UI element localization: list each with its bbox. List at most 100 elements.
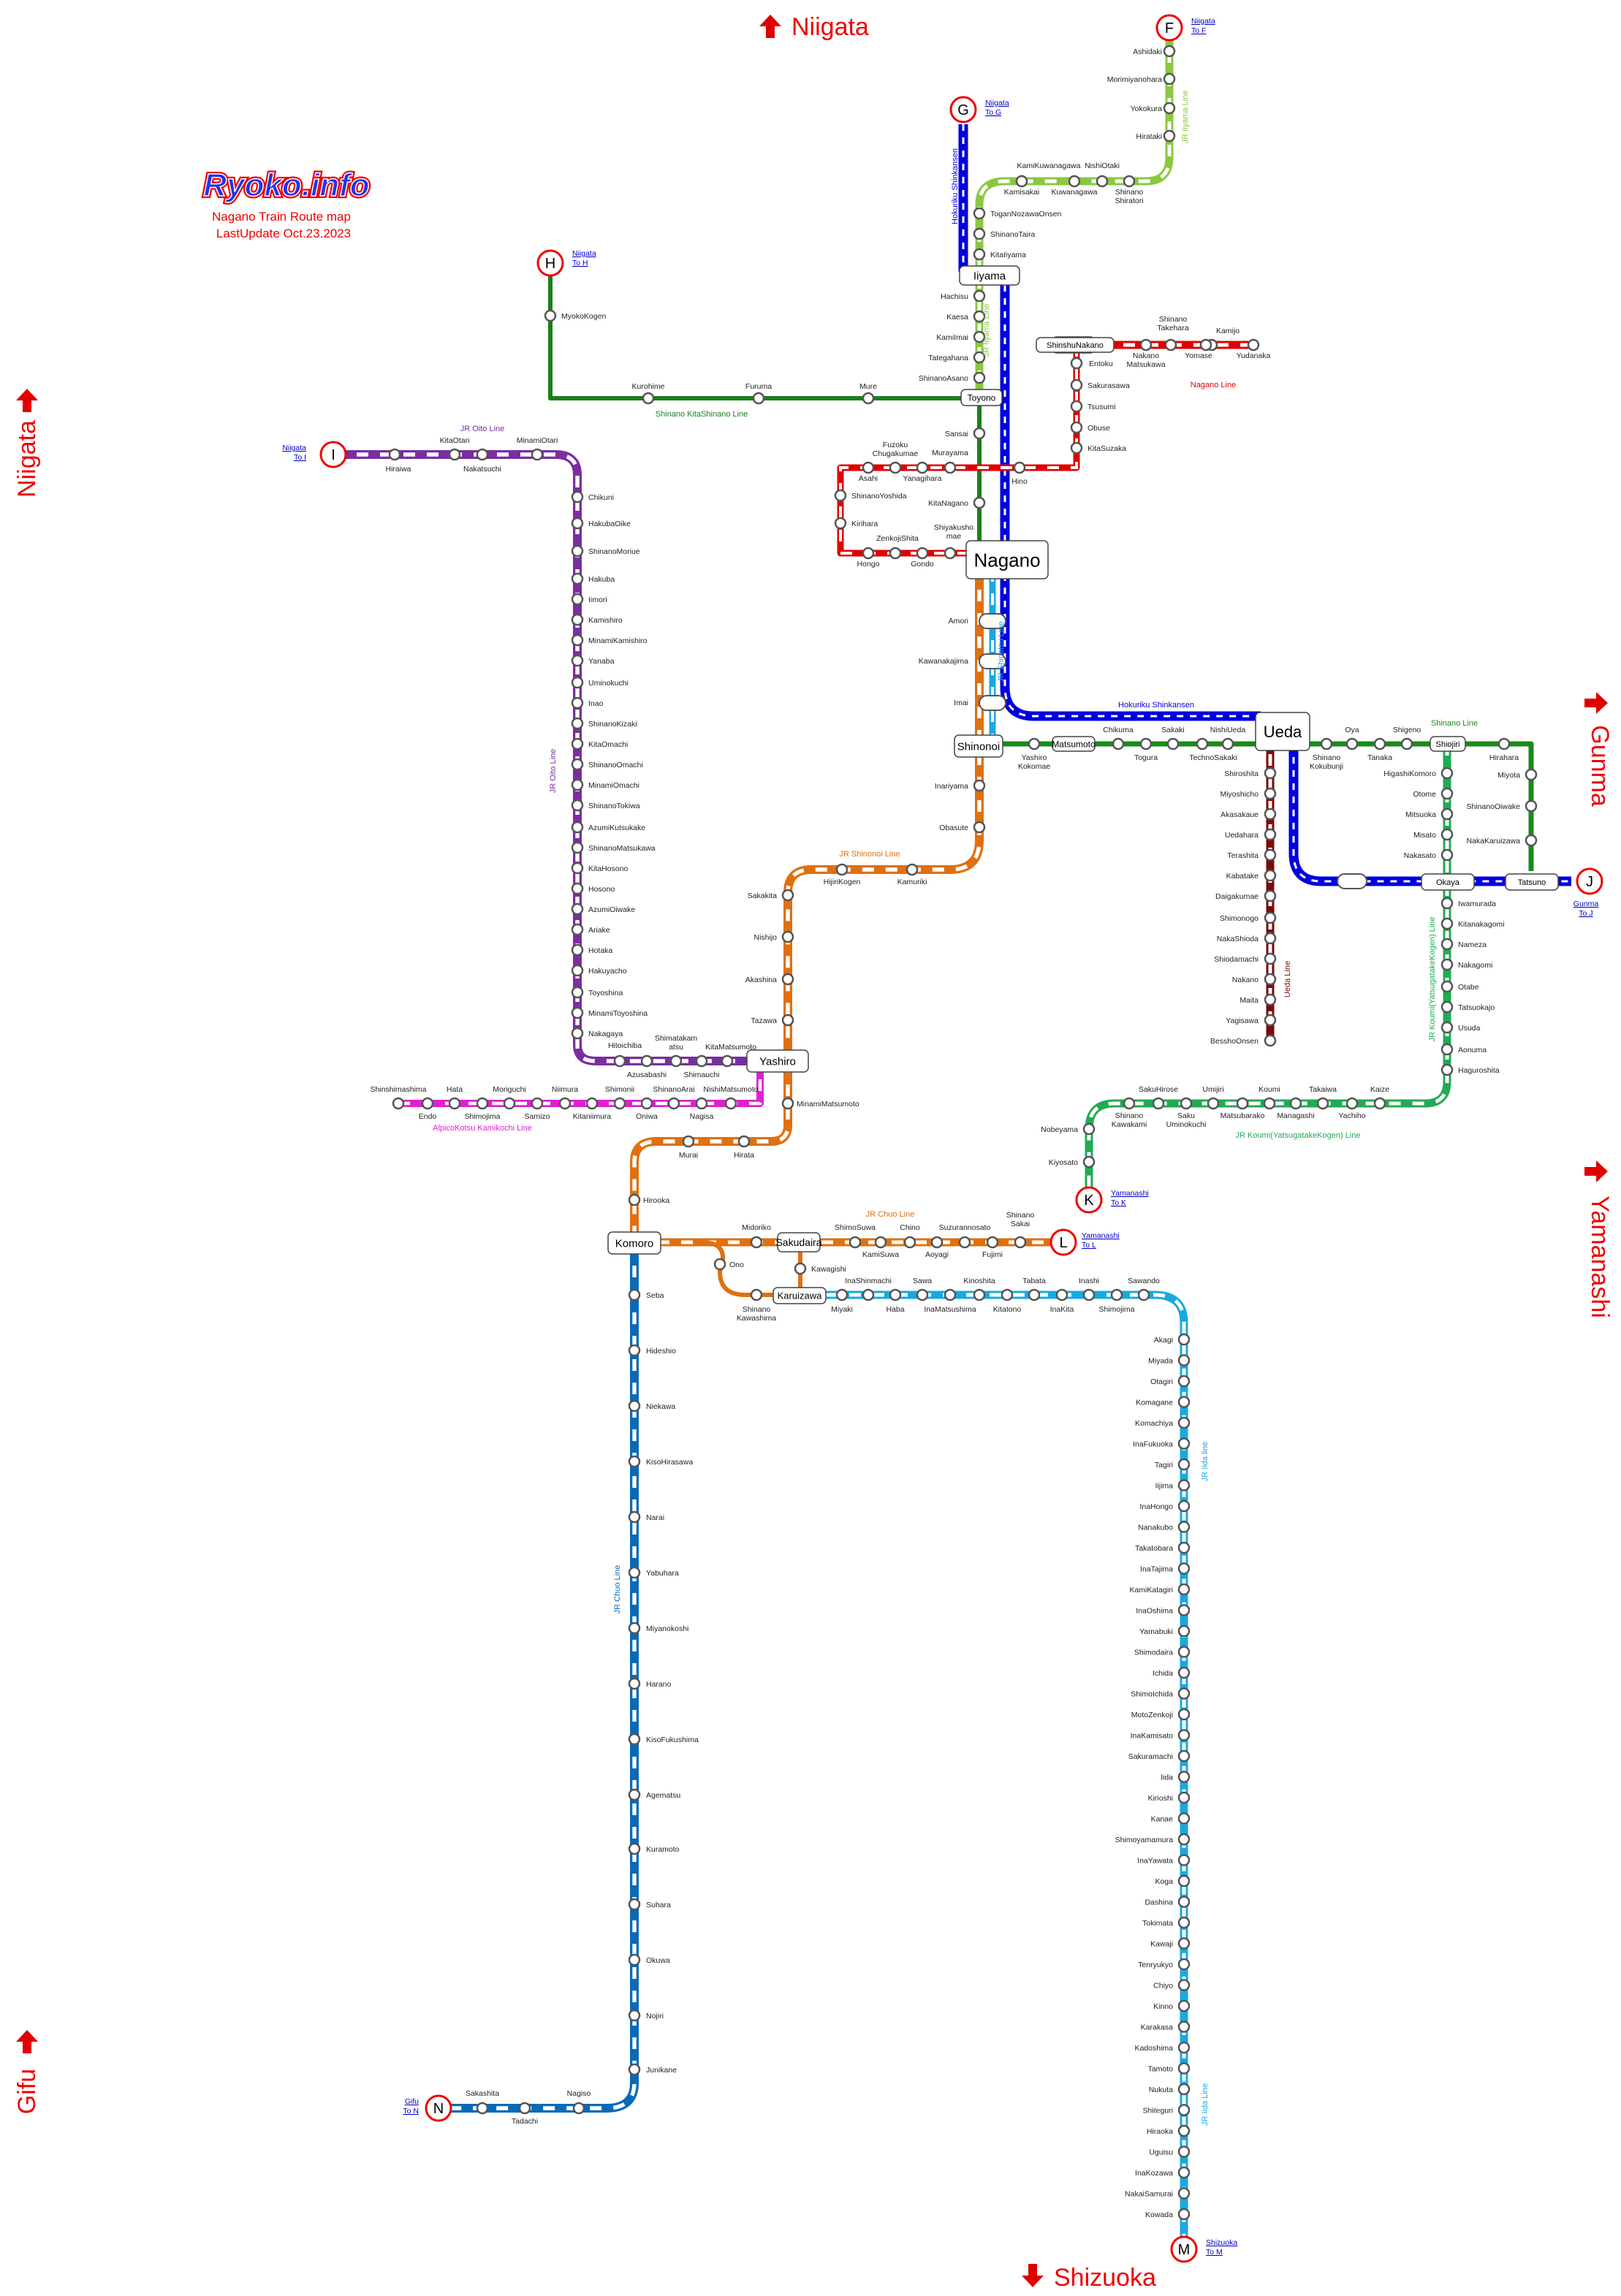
station-dashina-marker[interactable] bbox=[1177, 1896, 1191, 1908]
station-hitoichiba-marker[interactable] bbox=[613, 1054, 626, 1068]
station-nishijo-marker[interactable] bbox=[781, 930, 794, 943]
station-hirata-marker[interactable] bbox=[737, 1135, 751, 1148]
station-yokokura-marker[interactable] bbox=[1163, 102, 1176, 115]
station-haguroshita-marker[interactable] bbox=[1440, 1063, 1454, 1076]
station-minamimatsumoto-marker[interactable] bbox=[781, 1097, 794, 1110]
station-sakaki-marker[interactable] bbox=[1166, 737, 1180, 750]
station-toyoshina-marker[interactable] bbox=[571, 986, 584, 999]
station-nameza-marker[interactable] bbox=[1440, 938, 1454, 951]
station-inakita-marker[interactable] bbox=[1055, 1288, 1068, 1301]
station-minamiomachi-marker[interactable] bbox=[571, 778, 584, 791]
station-yashiro-kokomae-marker[interactable] bbox=[1028, 737, 1041, 750]
station-shinanoyoshida-marker[interactable] bbox=[834, 489, 847, 502]
station-ichida-marker[interactable] bbox=[1177, 1666, 1191, 1679]
station-kamishiro-marker[interactable] bbox=[571, 613, 584, 626]
station-tatsuokajo-marker[interactable] bbox=[1440, 1000, 1454, 1014]
station-sakurasawa-marker[interactable] bbox=[1070, 379, 1083, 392]
station-azumikutsukake-marker[interactable] bbox=[571, 821, 584, 834]
station-furuma-marker[interactable] bbox=[752, 392, 765, 405]
station-shimodaira-marker[interactable] bbox=[1177, 1646, 1191, 1658]
station-inatajima-marker[interactable] bbox=[1177, 1562, 1191, 1575]
station-hosono-marker[interactable] bbox=[571, 882, 584, 895]
connector-l[interactable] bbox=[1049, 1228, 1077, 1256]
station-nakasato-marker[interactable] bbox=[1440, 848, 1454, 862]
station-harano-marker[interactable] bbox=[628, 1677, 641, 1690]
station-kitaomachi-marker[interactable] bbox=[571, 737, 584, 750]
station-koumi-marker[interactable] bbox=[1263, 1097, 1276, 1110]
station-hotaka-marker[interactable] bbox=[571, 943, 584, 957]
station-kiyosato-marker[interactable] bbox=[1082, 1155, 1096, 1168]
station-kaesa-marker[interactable] bbox=[973, 310, 986, 323]
station-kamiimai-marker[interactable] bbox=[973, 330, 986, 343]
connector-j-link-region[interactable]: Gunma bbox=[1573, 900, 1599, 908]
station-tabata-marker[interactable] bbox=[1028, 1288, 1041, 1301]
station-samizo-marker[interactable] bbox=[531, 1097, 544, 1110]
station-kisofukushima-marker[interactable] bbox=[628, 1733, 641, 1746]
station-nakakaruizawa-marker[interactable] bbox=[1525, 834, 1538, 847]
station-shinanomatsukawa-marker[interactable] bbox=[571, 841, 584, 854]
station-kirihara-marker[interactable] bbox=[834, 517, 847, 530]
station-inaoshima-marker[interactable] bbox=[1177, 1604, 1191, 1616]
station-hijirikogen-marker[interactable] bbox=[835, 863, 849, 876]
station-shinshimashima-marker[interactable] bbox=[392, 1097, 405, 1110]
station-zenkojishita-marker[interactable] bbox=[889, 547, 902, 560]
station-nakashioda-marker[interactable] bbox=[1264, 932, 1277, 945]
station-miyota-marker[interactable] bbox=[1525, 768, 1538, 781]
station-shinanoomachi-marker[interactable] bbox=[571, 758, 584, 771]
station-kamisuwa-marker[interactable] bbox=[874, 1236, 887, 1249]
station-shimosuwa-marker[interactable] bbox=[849, 1236, 862, 1249]
station-nagiso-marker[interactable] bbox=[572, 2102, 585, 2115]
connector-i-link-to[interactable]: To I bbox=[294, 453, 306, 462]
station-kamuriki-marker[interactable] bbox=[906, 863, 919, 876]
station-kurohime-marker[interactable] bbox=[642, 392, 655, 405]
station-hachisu-marker[interactable] bbox=[973, 289, 986, 303]
station-iijima-marker[interactable] bbox=[1177, 1479, 1191, 1491]
station-saku-uminokuchi-marker[interactable] bbox=[1180, 1097, 1193, 1110]
station-sakashita-marker[interactable] bbox=[476, 2102, 489, 2115]
connector-m[interactable] bbox=[1170, 2235, 1198, 2263]
connector-m-link-to[interactable]: To M bbox=[1206, 2248, 1223, 2257]
connector-l-link-to[interactable]: To L bbox=[1082, 1241, 1096, 1250]
station-moriguchi-marker[interactable] bbox=[503, 1097, 516, 1110]
station-shiroshita-marker[interactable] bbox=[1264, 767, 1277, 780]
connector-h-link-to[interactable]: To H bbox=[572, 259, 588, 267]
hub-nagano[interactable] bbox=[965, 540, 1049, 579]
station-misato-marker[interactable] bbox=[1440, 828, 1454, 841]
station-matsubarako-marker[interactable] bbox=[1236, 1097, 1249, 1110]
hub-yashiro[interactable] bbox=[746, 1049, 809, 1073]
station-shinanomoriue-marker[interactable] bbox=[571, 544, 584, 558]
station-tamoto-marker[interactable] bbox=[1177, 2062, 1191, 2075]
station-sawando-marker[interactable] bbox=[1137, 1288, 1150, 1301]
station-kisohirasawa-marker[interactable] bbox=[628, 1455, 641, 1468]
station-aoyagi-marker[interactable] bbox=[930, 1236, 944, 1249]
station-kamikatagiri-marker[interactable] bbox=[1177, 1583, 1191, 1596]
station-kinno-marker[interactable] bbox=[1177, 1999, 1191, 2012]
station-gondo-marker[interactable] bbox=[916, 547, 929, 560]
station-mitsuoka-marker[interactable] bbox=[1440, 807, 1454, 821]
station-shiteguri-marker[interactable] bbox=[1177, 2104, 1191, 2116]
station-shinanoarai-marker[interactable] bbox=[667, 1097, 680, 1110]
station-oniwa-marker[interactable] bbox=[640, 1097, 653, 1110]
station-kitaniimura-marker[interactable] bbox=[585, 1097, 599, 1110]
hub-shinonoi[interactable] bbox=[954, 734, 1003, 758]
station-chino-marker[interactable] bbox=[903, 1236, 916, 1249]
station-usuda-marker[interactable] bbox=[1440, 1021, 1454, 1034]
station-kitatono-marker[interactable] bbox=[1001, 1288, 1014, 1301]
station-kowada-marker[interactable] bbox=[1177, 2208, 1191, 2221]
transfer-pill[interactable] bbox=[979, 653, 1006, 669]
station-oya-marker[interactable] bbox=[1345, 737, 1359, 750]
station-inakamisato-marker[interactable] bbox=[1177, 1729, 1191, 1741]
station-kitaiiyama-marker[interactable] bbox=[973, 248, 986, 261]
connector-k-link-to[interactable]: To K bbox=[1111, 1198, 1126, 1207]
hub-tatsuno[interactable] bbox=[1505, 873, 1559, 891]
hub-matsumoto[interactable] bbox=[1052, 736, 1096, 752]
station-kitasuzaka-marker[interactable] bbox=[1070, 441, 1083, 455]
connector-k[interactable] bbox=[1075, 1186, 1103, 1214]
station-nakano-matsukawa-marker[interactable] bbox=[1139, 338, 1153, 351]
connector-m-link-region[interactable]: Shizuoka bbox=[1206, 2238, 1237, 2247]
station-aonuma-marker[interactable] bbox=[1440, 1043, 1454, 1056]
station-tokimata-marker[interactable] bbox=[1177, 1916, 1191, 1929]
station-hata-marker[interactable] bbox=[448, 1097, 461, 1110]
station-miyaki-marker[interactable] bbox=[835, 1288, 849, 1301]
transfer-pill[interactable] bbox=[979, 613, 1006, 629]
